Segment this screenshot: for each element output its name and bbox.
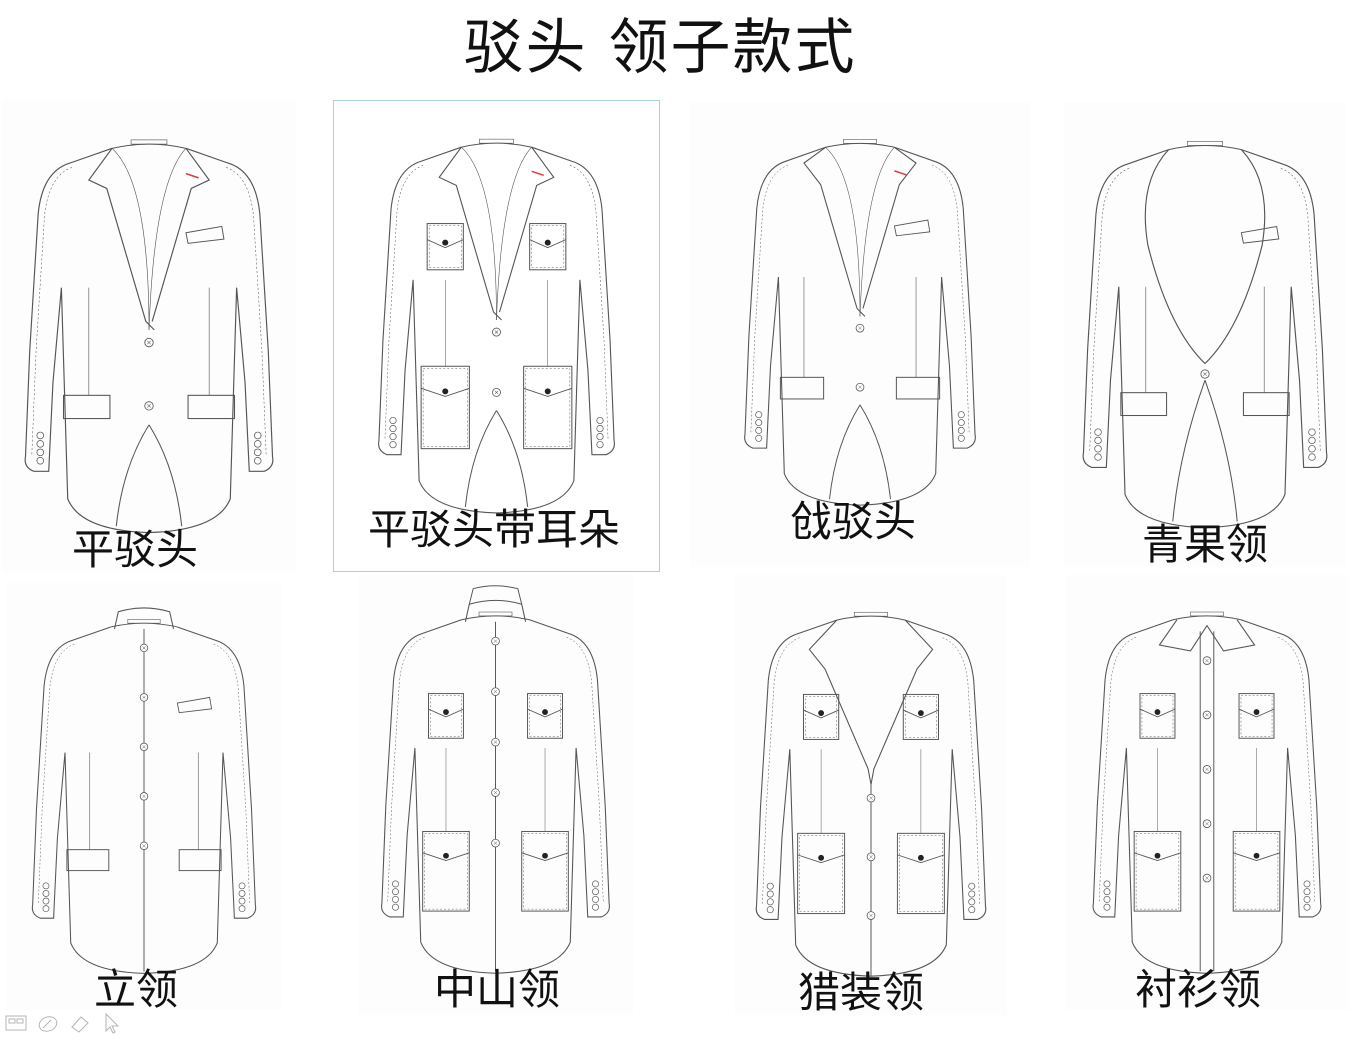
garment-card-shawl-collar[interactable] <box>1064 102 1346 567</box>
garment-card-notch-lapel[interactable] <box>2 100 296 572</box>
garment-label: 青果领 <box>1142 520 1269 569</box>
slide-sorter-icon[interactable] <box>4 1011 28 1035</box>
jacket-illustration <box>378 138 615 514</box>
pen-icon[interactable] <box>36 1011 60 1035</box>
pointer-icon[interactable] <box>100 1011 124 1035</box>
jacket-illustration <box>381 585 610 974</box>
garment-card-notch-lapel-with-tab[interactable] <box>333 100 660 572</box>
eraser-icon[interactable] <box>68 1011 92 1035</box>
jacket-illustration <box>744 139 976 506</box>
garment-label: 戗驳头 <box>790 497 917 546</box>
garment-card-shirt-collar[interactable] <box>1066 575 1348 1010</box>
jacket-illustration <box>1092 611 1322 974</box>
garment-label: 立领 <box>94 965 179 1014</box>
garment-label: 平驳头带耳朵 <box>368 505 621 554</box>
garment-label: 衬衫领 <box>1135 965 1262 1014</box>
garment-card-zhongshan-collar[interactable] <box>358 575 633 1015</box>
presentation-toolbar <box>4 1010 124 1036</box>
page-title: 驳头 领子款式 <box>463 13 857 83</box>
garment-card-stand-collar[interactable] <box>6 583 282 1010</box>
garment-label: 中山领 <box>434 965 561 1014</box>
jacket-illustration <box>24 139 274 534</box>
jacket-illustration <box>755 611 987 977</box>
jacket-illustration <box>1082 141 1328 529</box>
garment-card-safari-collar[interactable] <box>735 575 1007 1015</box>
garment-card-peak-lapel[interactable] <box>690 102 1030 567</box>
jacket-illustration <box>31 607 257 974</box>
garment-label: 猎装领 <box>798 968 925 1017</box>
garment-label: 平驳头 <box>72 525 199 574</box>
